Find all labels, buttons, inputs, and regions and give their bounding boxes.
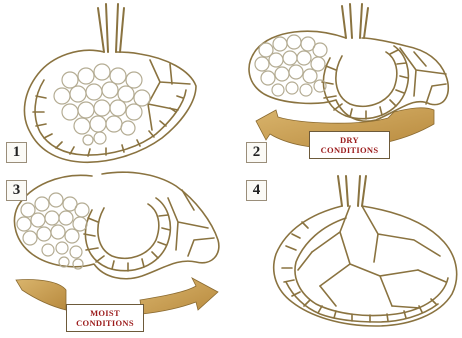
panel-4-open-leaf xyxy=(274,176,457,326)
hair-cluster-3 xyxy=(17,193,89,269)
moist-label-line-2: CONDITIONS xyxy=(67,318,143,328)
panel-2-dry-state xyxy=(249,4,448,121)
dry-conditions-label: DRY CONDITIONS xyxy=(309,131,390,159)
panel-number-4: 4 xyxy=(246,180,267,201)
panel-3-moist-state xyxy=(14,172,218,279)
panel-1-stomatal-crypt xyxy=(24,4,196,162)
dry-label-line-1: DRY xyxy=(310,135,389,145)
dry-label-line-2: CONDITIONS xyxy=(310,145,389,155)
panel-number-3: 3 xyxy=(6,180,27,201)
moist-conditions-label: MOIST CONDITIONS xyxy=(66,304,144,332)
hair-cluster-2 xyxy=(255,35,327,96)
panel-number-2: 2 xyxy=(246,142,267,163)
moist-label-line-1: MOIST xyxy=(67,308,143,318)
hair-cluster-1 xyxy=(54,64,150,145)
panel-number-1: 1 xyxy=(6,142,27,163)
